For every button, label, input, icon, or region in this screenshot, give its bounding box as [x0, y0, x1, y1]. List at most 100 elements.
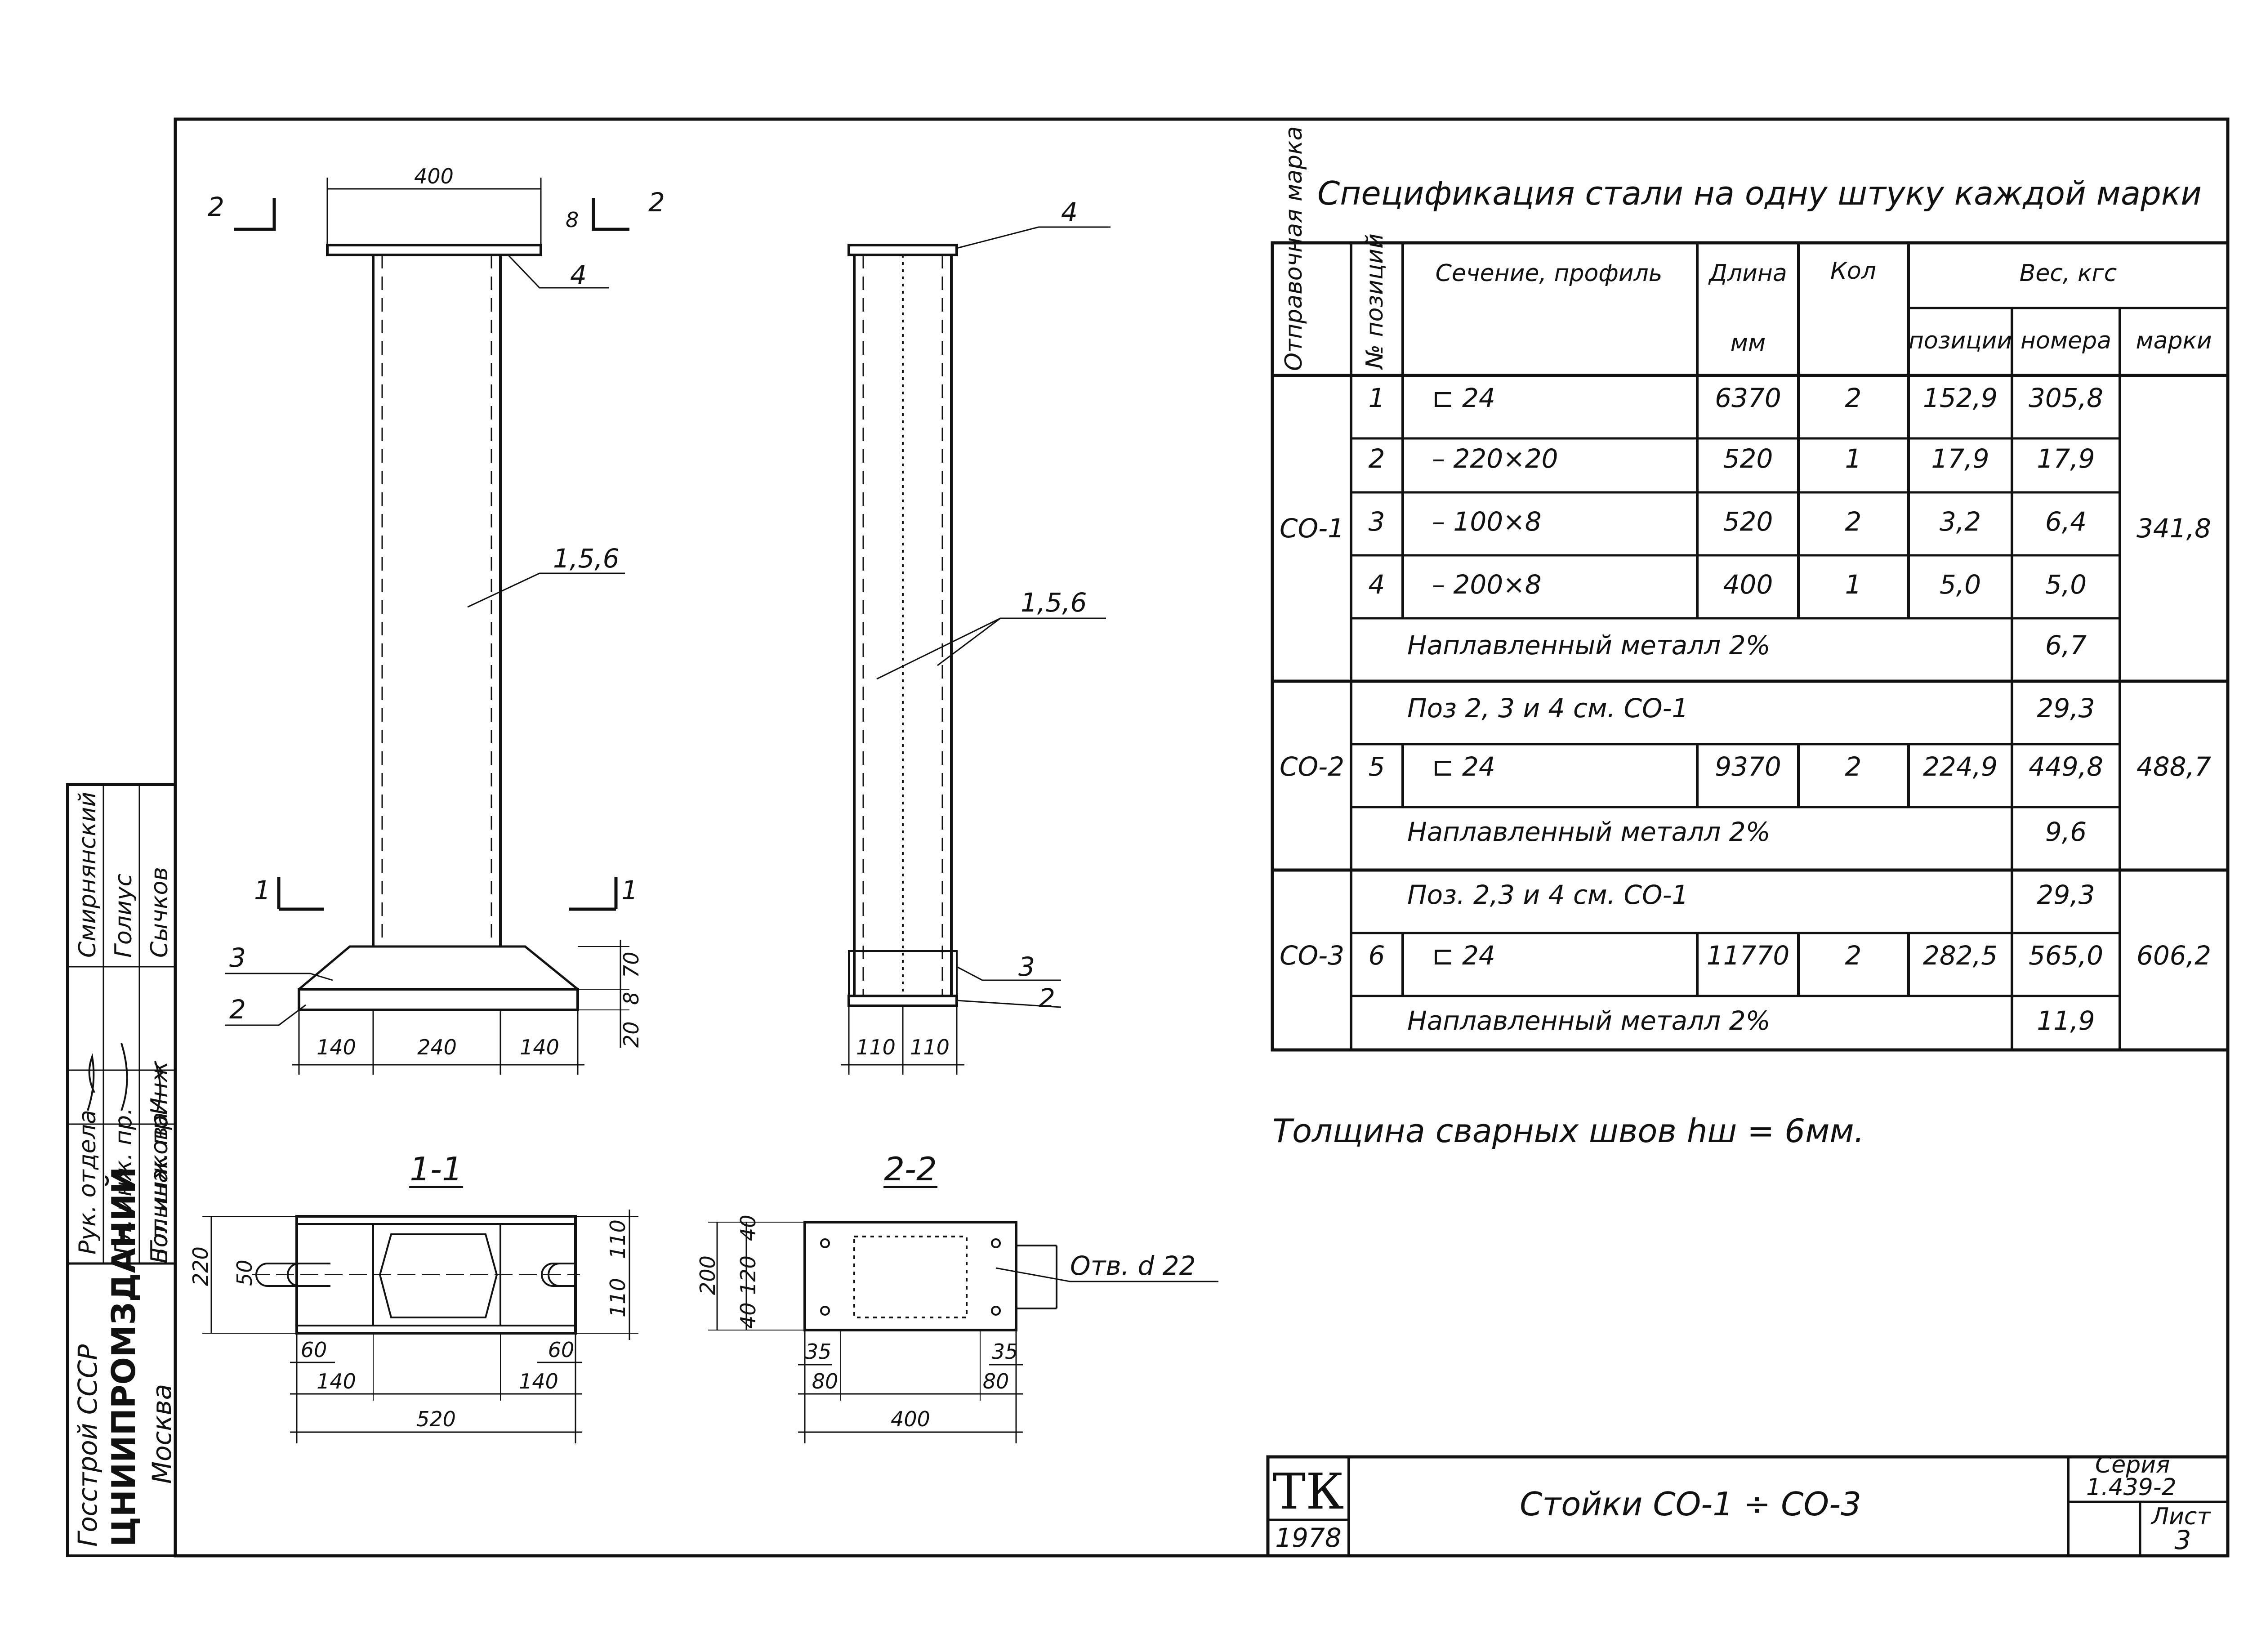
sec22-dim-35-r: 35: [992, 1339, 1018, 1364]
stamp-role-1: Рук. отдела: [74, 1110, 101, 1255]
sec22-dim-80-l: 80: [812, 1369, 839, 1393]
front-sec2-left: 2: [208, 192, 224, 222]
r11-span: Наплавленный металл 2%: [1407, 1005, 1771, 1036]
section-1-1: 1-1 220 50 110 110 60 60 140 140 520: [188, 1150, 638, 1443]
hdr-w-num: номера: [2021, 327, 2111, 354]
r10-section: ⊏ 24: [1432, 940, 1495, 971]
sec22-dim-35-l: 35: [805, 1339, 832, 1364]
r1-wnum: 305,8: [2029, 383, 2103, 413]
r7-pos: 5: [1369, 751, 1385, 782]
side-callout-4: 4: [1061, 197, 1078, 228]
side-callout-2: 2: [1039, 983, 1055, 1014]
r4-wnum: 5,0: [2045, 569, 2087, 600]
r5-span: Наплавленный металл 2%: [1407, 630, 1771, 661]
spec-title: Спецификация стали на одну штуку каждой …: [1317, 174, 2202, 212]
stamp-name-3: Сычков: [146, 867, 173, 958]
sec11-dim-140-r: 140: [519, 1369, 558, 1393]
front-callout-4: 4: [570, 260, 587, 290]
r3-qty: 2: [1845, 506, 1862, 537]
spec-table: Спецификация стали на одну штуку каждой …: [1271, 126, 2230, 1052]
sec11-dim-520: 520: [416, 1407, 456, 1431]
r2-pos: 2: [1369, 443, 1385, 474]
front-sec1-right: 1: [621, 875, 638, 906]
stamp-role-2: Гл. инж. пр.: [110, 1108, 137, 1255]
r10-qty: 2: [1845, 940, 1862, 971]
r10-pos: 6: [1369, 940, 1385, 971]
hdr-pos: № позиций: [1361, 233, 1388, 370]
stamp-org3: Москва: [147, 1384, 177, 1484]
stamp-org2: ЦНИИПРОМЗДАНИЙ: [105, 1167, 143, 1547]
hdr-length-unit: мм: [1731, 330, 1766, 357]
r6-wnum: 29,3: [2037, 693, 2095, 723]
side-view: 4 1,5,6 3 2 110 110: [841, 197, 1111, 1075]
tb-series-label: Серия: [2095, 1451, 2170, 1478]
wmark-co3: 606,2: [2136, 940, 2211, 971]
hdr-w-mark: марки: [2136, 327, 2212, 354]
front-view: 400 8 2 2 4 1,5,6 1 1 3 2 140 240 140: [208, 164, 665, 1075]
r3-length: 520: [1723, 506, 1773, 537]
r9-span: Поз. 2,3 и 4 см. СО-1: [1407, 880, 1688, 910]
r7-wnum: 449,8: [2029, 751, 2103, 782]
mark-co2: СО-2: [1280, 751, 1344, 782]
r4-pos: 4: [1369, 569, 1385, 600]
r3-wpos: 3,2: [1940, 506, 1981, 537]
sec11-dim-60-l: 60: [301, 1338, 327, 1362]
hdr-mark: Отправочная марка: [1280, 126, 1307, 371]
r3-wnum: 6,4: [2045, 506, 2087, 537]
r4-section: – 200×8: [1432, 569, 1542, 600]
r5-wnum: 6,7: [2045, 630, 2087, 661]
hdr-length: Длина: [1708, 260, 1787, 287]
front-dim-8: 8: [566, 208, 579, 232]
r4-qty: 1: [1845, 569, 1862, 600]
r10-length: 11770: [1707, 940, 1790, 971]
front-callout-156: 1,5,6: [553, 543, 620, 574]
mark-co3: СО-3: [1280, 940, 1344, 971]
sec11-dim-60-r: 60: [548, 1338, 575, 1362]
r7-length: 9370: [1715, 751, 1781, 782]
hdr-w-pos: позиции: [1909, 327, 2012, 354]
r6-span: Поз 2, 3 и 4 см. СО-1: [1407, 693, 1688, 723]
sec11-title: 1-1: [410, 1150, 463, 1188]
r8-span: Наплавленный металл 2%: [1407, 817, 1771, 847]
front-dim-20: 20: [619, 1021, 643, 1048]
r3-section: – 100×8: [1432, 506, 1542, 537]
r2-wnum: 17,9: [2037, 443, 2095, 474]
hdr-section: Сечение, профиль: [1436, 260, 1663, 287]
sec22-dim-80-r: 80: [983, 1369, 1009, 1393]
r3-pos: 3: [1369, 506, 1385, 537]
stamp-signature: [87, 1043, 161, 1111]
front-dim-240: 240: [417, 1035, 457, 1059]
r2-length: 520: [1723, 443, 1773, 474]
sec22-dim-40-a: 40: [736, 1214, 760, 1241]
r10-wpos: 282,5: [1923, 940, 1998, 971]
sec11-dim-140-l: 140: [317, 1369, 356, 1393]
hdr-weight: Вес, кгс: [2020, 260, 2117, 287]
front-dim-400: 400: [414, 164, 454, 188]
side-stamp: Госстрой СССР ЦНИИПРОМЗДАНИЙ Москва Рук.…: [66, 783, 177, 1557]
sec11-dim-110-b: 110: [606, 1278, 630, 1317]
side-dim-110-r: 110: [910, 1035, 950, 1059]
tb-year: 1978: [1275, 1523, 1342, 1553]
r7-qty: 2: [1845, 751, 1862, 782]
r1-pos: 1: [1369, 383, 1385, 413]
section-2-2: 2-2 Отв. d 22 200 40 120 40 35 35 80 80 …: [696, 1150, 1218, 1443]
r2-section: – 220×20: [1432, 443, 1558, 474]
r7-wpos: 224,9: [1923, 751, 1998, 782]
sec22-dim-400: 400: [891, 1407, 930, 1431]
tb-logo: ТК: [1273, 1463, 1344, 1520]
r1-qty: 2: [1845, 383, 1862, 413]
sec22-title: 2-2: [884, 1150, 937, 1188]
hdr-qty: Кол: [1830, 258, 1876, 285]
stamp-name-2: Голиус: [110, 874, 137, 958]
wmark-co1: 341,8: [2136, 513, 2211, 544]
title-block: ТК 1978 Стойки СО-1 ÷ СО-3 Серия 1.439-2…: [1266, 1451, 2230, 1558]
r9-wnum: 29,3: [2037, 880, 2095, 910]
tb-sheet-label: Лист: [2150, 1503, 2211, 1530]
r1-length: 6370: [1715, 383, 1781, 413]
sec11-dim-110-a: 110: [606, 1219, 630, 1259]
front-dim-140-r: 140: [520, 1035, 559, 1059]
r10-wnum: 565,0: [2029, 940, 2103, 971]
side-callout-156: 1,5,6: [1021, 587, 1087, 618]
sec22-hole: Отв. d 22: [1070, 1250, 1196, 1281]
